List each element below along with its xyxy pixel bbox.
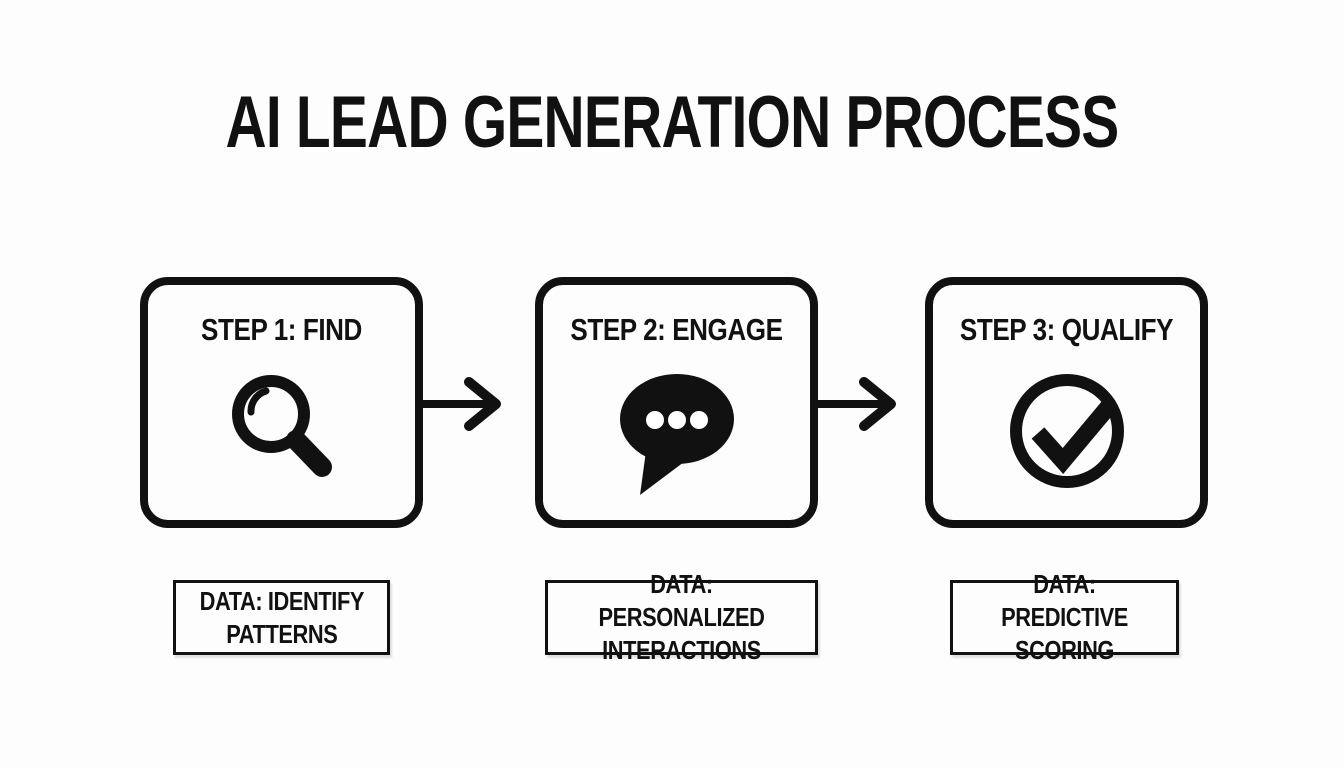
step-3-data-note-text: DATA: PREDICTIVE SCORING (1001, 569, 1128, 665)
step-1-data-note-text: DATA: IDENTIFY PATTERNS (199, 585, 364, 649)
step-2-label: STEP 2: ENGAGE (570, 312, 783, 347)
arrow-right-icon (423, 377, 501, 431)
step-3-box: STEP 3: QUALIFY (925, 277, 1208, 528)
step-2-data-note: DATA: PERSONALIZED INTERACTIONS (545, 569, 818, 665)
step-2-box: STEP 2: ENGAGE (535, 277, 818, 528)
step-3-data-note: DATA: PREDICTIVE SCORING (950, 569, 1179, 665)
step-1-box: STEP 1: FIND (140, 277, 423, 528)
speech-bubble-icon (543, 373, 810, 501)
step-3-label: STEP 3: QUALIFY (959, 312, 1174, 347)
magnifier-search-icon (148, 373, 415, 485)
step-1-data-note: DATA: IDENTIFY PATTERNS (173, 580, 390, 655)
diagram-title: AI LEAD GENERATION PROCESS (225, 82, 1120, 163)
check-circle-icon (933, 373, 1200, 491)
step-1-label: STEP 1: FIND (201, 312, 362, 347)
step-2-data-note-text: DATA: PERSONALIZED INTERACTIONS (598, 569, 765, 665)
arrow-right-icon (818, 377, 896, 431)
